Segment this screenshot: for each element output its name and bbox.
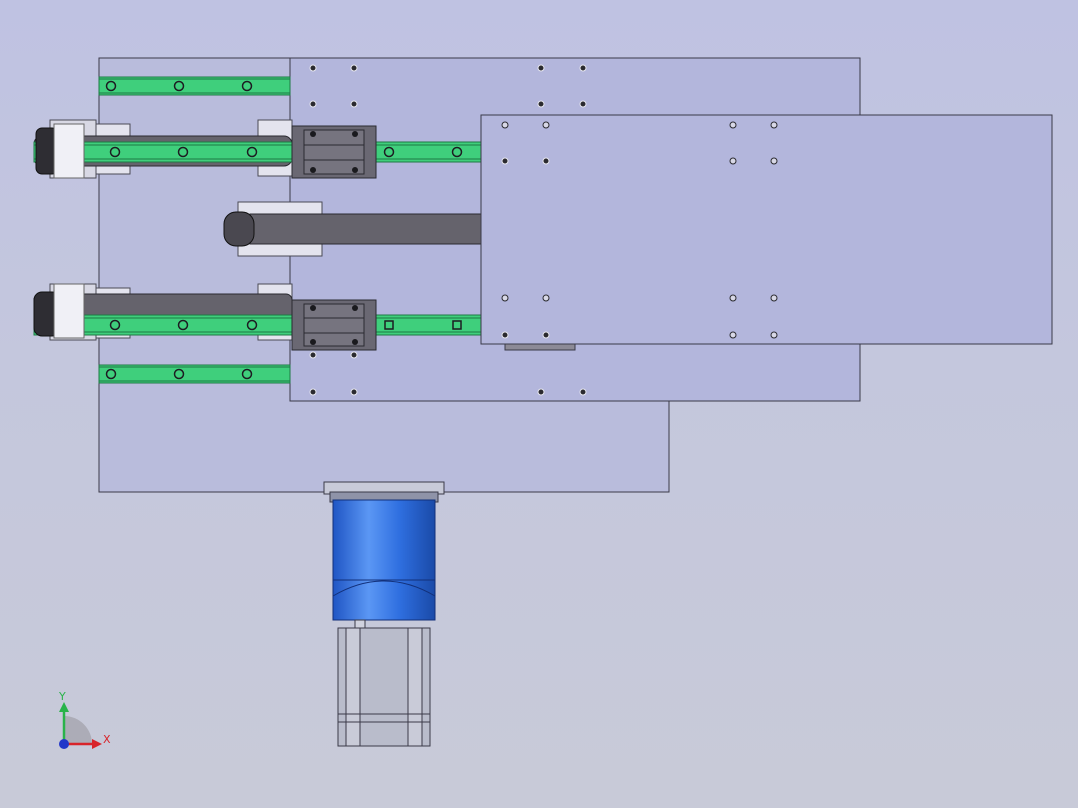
triad-y-label: Y: [58, 690, 66, 703]
stepper-motor[interactable]: [323, 481, 445, 747]
carriage-block-upper[interactable]: [291, 125, 377, 179]
idler-pulley-upper-left[interactable]: [35, 123, 85, 179]
timing-belt-middle[interactable]: [223, 201, 485, 257]
plate-bolt-holes: [309, 64, 778, 396]
coordinate-triad: [59, 702, 102, 749]
top-plate-bracket: [504, 343, 576, 351]
idler-pulley-lower-left[interactable]: [33, 283, 85, 339]
triad-x-label: X: [103, 733, 111, 746]
linear-rail-bottom-outer[interactable]: [98, 364, 291, 384]
linear-rail-top-outer[interactable]: [98, 76, 291, 96]
carriage-block-lower[interactable]: [291, 299, 377, 351]
top-plate[interactable]: [480, 114, 1053, 345]
linear-rail-lower[interactable]: [33, 314, 485, 336]
linear-rail-upper[interactable]: [33, 141, 485, 163]
